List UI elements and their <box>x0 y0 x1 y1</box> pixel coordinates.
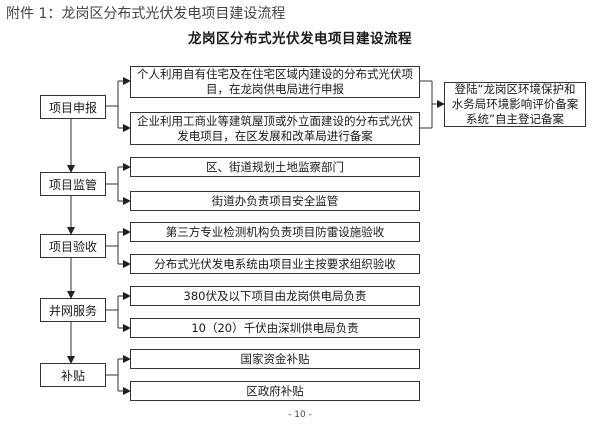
box-personal-declaration: 个人利用自有住宅及在住宅区域内建设的分布式光伏项目，在龙岗供电局进行申报 <box>130 66 420 98</box>
box-land-supervision: 区、街道规划土地监察部门 <box>130 157 420 177</box>
stage-project-acceptance: 项目验收 <box>40 234 106 258</box>
box-owner-acceptance: 分布式光伏发电系统由项目业主按要求组织验收 <box>130 254 420 274</box>
box-grid-10kv: 10（20）千伏由深圳供电局负责 <box>130 318 420 338</box>
attachment-line: 附件 1：龙岗区分布式光伏发电项目建设流程 <box>6 6 286 22</box>
flowchart-title: 龙岗区分布式光伏发电项目建设流程 <box>188 31 412 47</box>
box-safety-supervision: 街道办负责项目安全监管 <box>130 191 420 211</box>
page-number: - 10 - <box>288 410 312 420</box>
stage-project-declaration: 项目申报 <box>40 95 106 119</box>
box-national-subsidy: 国家资金补贴 <box>130 349 420 369</box>
stage-subsidy: 补贴 <box>40 363 106 387</box>
box-grid-380v: 380伏及以下项目由龙岗供电局负责 <box>130 286 420 306</box>
stage-project-supervision: 项目监管 <box>40 172 106 196</box>
box-enterprise-filing: 企业利用工商业等建筑屋顶或外立面建设的分布式光伏发电项目，在区发展和改革局进行备… <box>130 112 420 145</box>
box-lightning-acceptance: 第三方专业检测机构负责项目防雷设施验收 <box>130 222 420 242</box>
box-environment-filing: 登陆“龙岗区环境保护和水务局环境影响评价备案系统”自主登记备案 <box>444 82 586 127</box>
stage-grid-service: 并网服务 <box>40 298 106 322</box>
box-district-subsidy: 区政府补贴 <box>130 381 420 401</box>
